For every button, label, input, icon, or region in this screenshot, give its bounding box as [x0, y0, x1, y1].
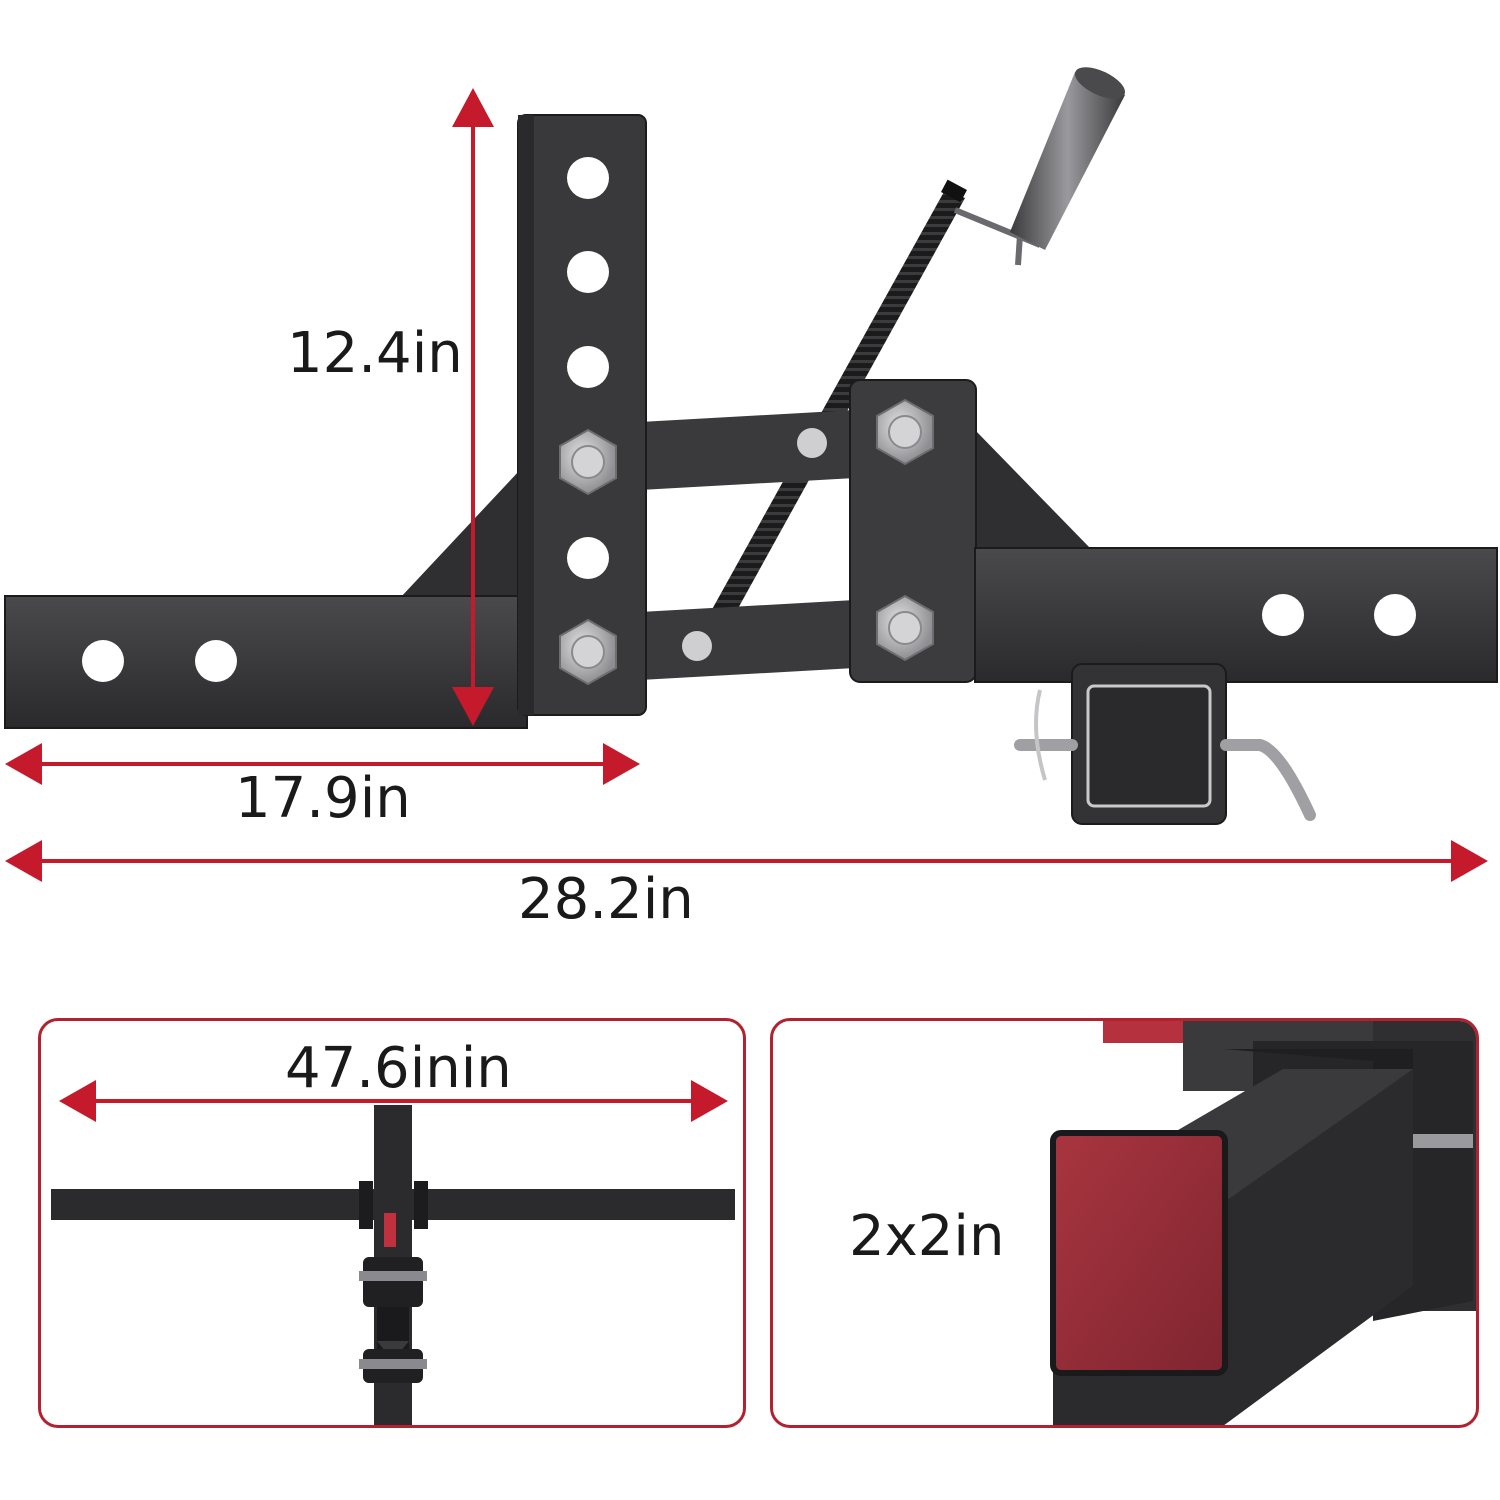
- width-dimension-arrow: [59, 1080, 728, 1122]
- height-dimension-label: 12.4in: [287, 321, 463, 386]
- receiver-closeup-drawing: [1050, 1021, 1476, 1425]
- right-hitch-tube: [974, 547, 1498, 683]
- top-view-panel: 47.6inin: [38, 1018, 746, 1428]
- adjuster-mechanism: [359, 1257, 427, 1383]
- tube-end-cap: [1050, 1130, 1228, 1376]
- receiver-with-pin: [1014, 663, 1316, 825]
- width-dimension-label: 47.6inin: [285, 1036, 512, 1101]
- height-dimension-arrow: [452, 88, 494, 726]
- right-gusset: [975, 430, 1090, 548]
- link-bars: [640, 410, 855, 680]
- mount-length-dimension-label: 17.9in: [235, 766, 411, 831]
- right-bracket-plate: [849, 379, 977, 683]
- left-gusset: [400, 470, 520, 598]
- total-length-dimension-label: 28.2in: [518, 867, 694, 932]
- vertical-adjust-plate: [517, 114, 647, 716]
- bolt-icon: [876, 594, 934, 662]
- mount-length-dimension-arrow: [5, 743, 640, 785]
- crank-handle: [953, 67, 1125, 266]
- bolt-icon: [559, 618, 617, 686]
- left-mount-tube: [4, 595, 528, 729]
- top-view-drawing: [51, 1105, 735, 1425]
- receiver-size-label: 2x2in: [849, 1204, 1005, 1269]
- total-length-dimension-arrow: [5, 840, 1488, 882]
- receiver-closeup-panel: 2x2in: [770, 1018, 1479, 1428]
- bolt-icon: [559, 428, 617, 496]
- hitch-assembly: [4, 67, 1498, 825]
- bolt-icon: [876, 398, 934, 466]
